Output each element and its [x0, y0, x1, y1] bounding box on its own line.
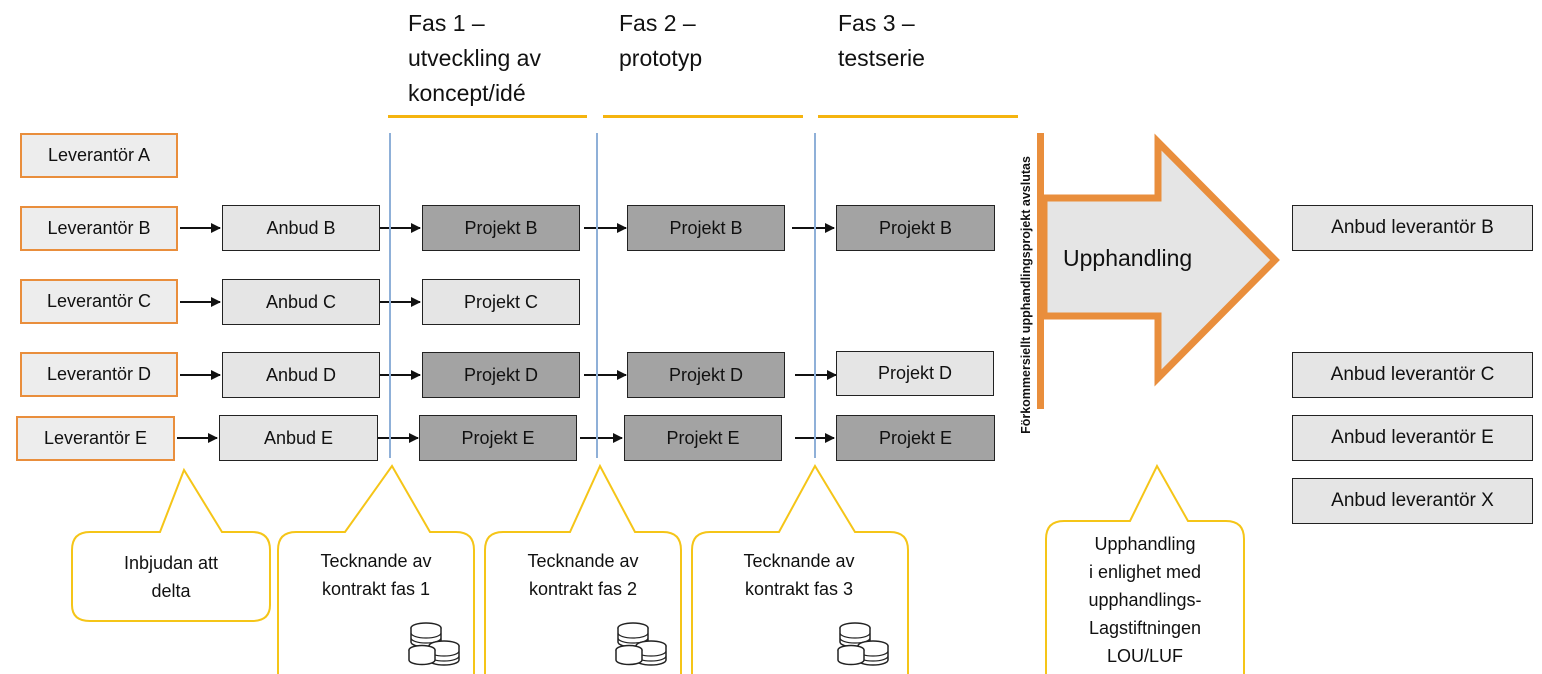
phase2-project-e: Projekt E [624, 415, 782, 461]
callout-contract1-text: Tecknande av kontrakt fas 1 [278, 547, 474, 603]
callout-contract2-line2: kontrakt fas 2 [528, 579, 638, 599]
phase2-project-d: Projekt D [627, 352, 785, 398]
phase-1-divider [389, 133, 391, 458]
callout-contract2-text: Tecknande av kontrakt fas 2 [485, 547, 681, 603]
phase-2-underline [603, 115, 803, 118]
tender-result-x: Anbud leverantör X [1292, 478, 1533, 524]
phase-1-desc-line1: utveckling av [408, 45, 541, 71]
phase1-project-c: Projekt C [422, 279, 580, 325]
supplier-a: Leverantör A [20, 133, 178, 178]
bid-b: Anbud B [222, 205, 380, 251]
phase-2-divider [596, 133, 598, 458]
callout-procurement-line4: Lagstiftningen [1088, 618, 1202, 638]
procurement-arrow [1040, 133, 1280, 387]
callout-invite-line2: delta [151, 581, 191, 601]
supplier-b: Leverantör B [20, 206, 178, 251]
phase-2-desc-line1: prototyp [619, 45, 703, 71]
supplier-d: Leverantör D [20, 352, 178, 397]
phase-3-divider [814, 133, 816, 458]
phase-3-underline [818, 115, 1018, 118]
callout-contract1-bubble [277, 464, 475, 674]
phase-3-title: Fas 3 – [838, 10, 915, 36]
tender-result-e: Anbud leverantör E [1292, 415, 1533, 461]
callout-procurement-line5: LOU/LUF [1106, 646, 1184, 666]
phase1-project-e: Projekt E [419, 415, 577, 461]
phase1-project-b: Projekt B [422, 205, 580, 251]
callout-invite-bubble [71, 467, 271, 622]
connector-arrows [177, 223, 837, 443]
callout-contract2-line1: Tecknande av [527, 551, 639, 571]
callout-contract3-bubble [691, 463, 909, 674]
callout-contract1-line1: Tecknande av [320, 551, 432, 571]
phase1-project-d: Projekt D [422, 352, 580, 398]
phase3-project-e: Projekt E [836, 415, 995, 461]
callout-procurement-line1: Upphandling [1094, 534, 1196, 554]
bid-e: Anbud E [219, 415, 378, 461]
callout-invite-text: Inbjudan att delta [72, 549, 270, 605]
callout-contract3-line1: Tecknande av [743, 551, 855, 571]
phase-1-title: Fas 1 – [408, 10, 485, 36]
tender-result-c: Anbud leverantör C [1292, 352, 1533, 398]
callout-invite-line1: Inbjudan att [123, 553, 219, 573]
tender-result-b: Anbud leverantör B [1292, 205, 1533, 251]
callout-contract1-line2: kontrakt fas 1 [321, 579, 431, 599]
callout-procurement-bubble [1045, 463, 1245, 674]
callout-procurement-line3: upphandlings- [1088, 590, 1202, 610]
phase3-project-d: Projekt D [836, 351, 994, 396]
callout-procurement-text: Upphandling i enlighet med upphandlings-… [1046, 530, 1244, 670]
phase-2-title: Fas 2 – [619, 10, 696, 36]
closing-label: Förkommersiellt upphandlingsprojekt avsl… [1019, 156, 1033, 434]
phase-3-header: Fas 3 – testserie [838, 6, 925, 76]
callout-contract3-text: Tecknande av kontrakt fas 3 [700, 547, 898, 603]
bid-c: Anbud C [222, 279, 380, 325]
callout-procurement-line2: i enlighet med [1088, 562, 1202, 582]
phase-3-desc-line1: testserie [838, 45, 925, 71]
phase-2-header: Fas 2 – prototyp [619, 6, 702, 76]
callout-contract3-line2: kontrakt fas 3 [744, 579, 854, 599]
supplier-c: Leverantör C [20, 279, 178, 324]
phase-1-header: Fas 1 – utveckling av koncept/idé [408, 6, 541, 111]
procurement-arrow-label: Upphandling [1063, 245, 1193, 271]
supplier-e: Leverantör E [16, 416, 175, 461]
phase-1-desc-line2: koncept/idé [408, 80, 526, 106]
phase-1-underline [388, 115, 587, 118]
bid-d: Anbud D [222, 352, 380, 398]
phase3-project-b: Projekt B [836, 205, 995, 251]
callout-contract2-bubble [484, 463, 682, 674]
phase2-project-b: Projekt B [627, 205, 785, 251]
